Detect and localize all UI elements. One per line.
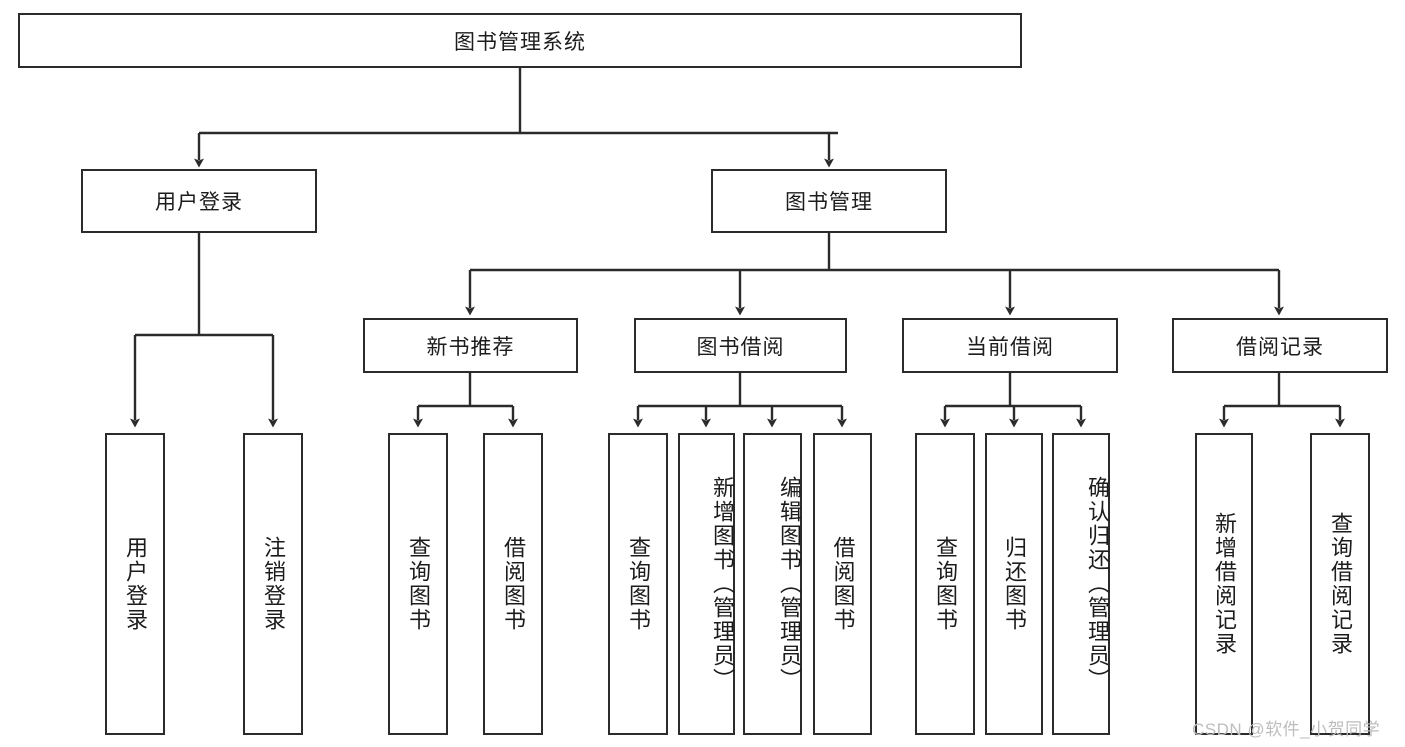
- node-leaf-confirm-return-label: 确认归还（管理员）: [1085, 476, 1110, 692]
- node-leaf-add-book-label: 新增图书（管理员）: [710, 476, 735, 692]
- node-leaf-query-book-3[interactable]: 查询图书: [915, 433, 975, 735]
- node-leaf-borrow-book-2-label: 借阅图书: [830, 536, 856, 632]
- node-leaf-borrow-book-1-label: 借阅图书: [501, 536, 526, 632]
- node-book-manage-label: 图书管理: [785, 191, 873, 214]
- node-leaf-query-book-3-label: 查询图书: [933, 536, 958, 632]
- node-leaf-edit-book-label: 编辑图书（管理员）: [777, 476, 802, 692]
- node-new-book-rec[interactable]: 新书推荐: [363, 318, 578, 373]
- node-borrow-record-label: 借阅记录: [1236, 335, 1324, 359]
- csdn-watermark: CSDN @软件_小贺同学: [1192, 720, 1381, 739]
- node-leaf-add-record[interactable]: 新增借阅记录: [1195, 433, 1253, 735]
- node-book-borrow-label: 图书借阅: [696, 335, 785, 359]
- node-leaf-add-record-label: 新增借阅记录: [1212, 512, 1237, 656]
- node-user-login[interactable]: 用户登录: [81, 169, 317, 233]
- node-leaf-logout[interactable]: 注销登录: [243, 433, 303, 735]
- node-leaf-query-record[interactable]: 查询借阅记录: [1310, 433, 1370, 735]
- node-current-borrow[interactable]: 当前借阅: [902, 318, 1118, 373]
- node-leaf-query-book-1[interactable]: 查询图书: [388, 433, 448, 735]
- node-root-label: 图书管理系统: [454, 30, 586, 54]
- node-borrow-record[interactable]: 借阅记录: [1172, 318, 1388, 373]
- node-leaf-user-login-label: 用户登录: [123, 536, 148, 632]
- node-leaf-add-book[interactable]: 新增图书（管理员）: [678, 433, 735, 735]
- node-user-login-label: 用户登录: [155, 191, 243, 214]
- node-leaf-return-book[interactable]: 归还图书: [985, 433, 1043, 735]
- node-book-manage[interactable]: 图书管理: [711, 169, 947, 233]
- node-book-borrow[interactable]: 图书借阅: [634, 318, 847, 373]
- node-leaf-confirm-return[interactable]: 确认归还（管理员）: [1052, 433, 1110, 735]
- node-leaf-query-book-1-label: 查询图书: [406, 536, 431, 632]
- node-leaf-query-book-2[interactable]: 查询图书: [608, 433, 668, 735]
- node-leaf-edit-book[interactable]: 编辑图书（管理员）: [743, 433, 802, 735]
- node-leaf-query-record-label: 查询借阅记录: [1328, 512, 1353, 656]
- node-leaf-query-book-2-label: 查询图书: [626, 536, 651, 632]
- node-leaf-logout-label: 注销登录: [261, 536, 286, 632]
- node-leaf-return-book-label: 归还图书: [1002, 536, 1027, 632]
- node-new-book-rec-label: 新书推荐: [426, 335, 515, 359]
- node-root[interactable]: 图书管理系统: [18, 13, 1022, 68]
- node-leaf-borrow-book-2[interactable]: 借阅图书: [813, 433, 872, 735]
- node-leaf-user-login[interactable]: 用户登录: [105, 433, 165, 735]
- node-current-borrow-label: 当前借阅: [966, 335, 1054, 359]
- node-leaf-borrow-book-1[interactable]: 借阅图书: [483, 433, 543, 735]
